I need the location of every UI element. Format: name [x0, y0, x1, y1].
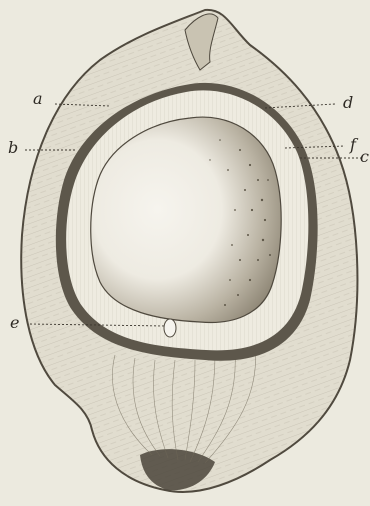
label-b: b — [8, 138, 18, 157]
germ-pore — [164, 319, 176, 337]
label-c: c — [360, 147, 369, 166]
label-a: a — [33, 89, 43, 108]
label-d: d — [343, 93, 353, 112]
label-f: f — [349, 135, 359, 154]
label-e: e — [10, 313, 19, 332]
inner-cavity — [91, 117, 281, 322]
